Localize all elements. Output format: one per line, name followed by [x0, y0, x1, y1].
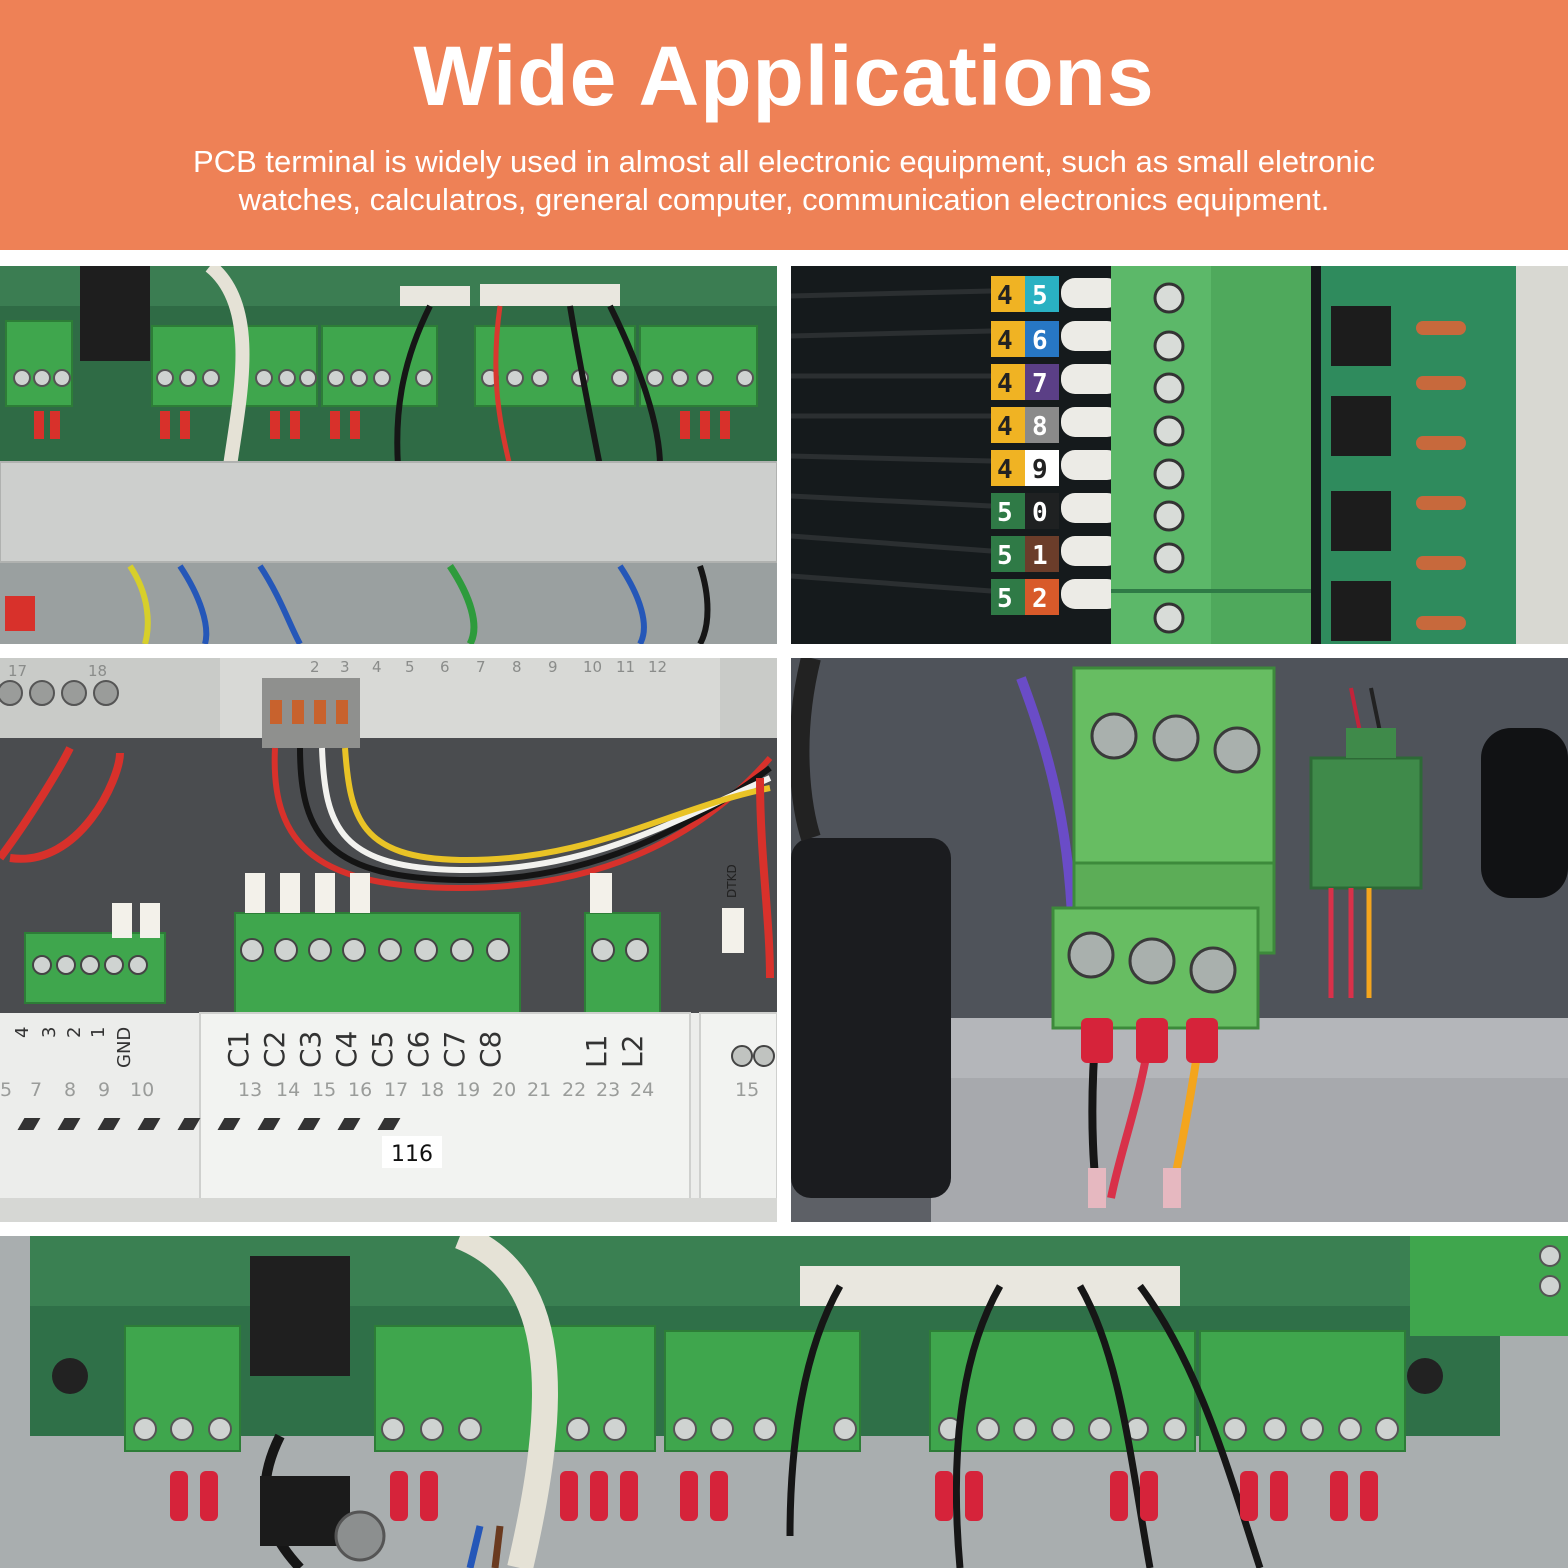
channel-label: L2 — [616, 1035, 649, 1068]
terminal-number: 8 — [64, 1079, 76, 1101]
terminal-number: 14 — [276, 1079, 300, 1101]
terminal-number: 18 — [420, 1079, 444, 1101]
marker-digit: 0 — [1032, 498, 1048, 528]
marker-digit: 4 — [997, 369, 1013, 399]
photo-wire-markers: 4 5 4 6 4 7 4 8 4 9 5 0 5 — [791, 266, 1568, 644]
page-title: Wide Applications — [413, 29, 1155, 123]
terminal-number: 5 — [0, 1079, 12, 1101]
terminal-number: 19 — [456, 1079, 480, 1101]
marker-digit: 7 — [1032, 369, 1048, 399]
top-number: 6 — [440, 658, 450, 676]
channel-label: 2 — [64, 1027, 85, 1038]
marker-digit: 4 — [997, 326, 1013, 356]
channel-label: C4 — [330, 1031, 363, 1068]
marker-digit: 4 — [997, 455, 1013, 485]
top-number: 4 — [372, 658, 382, 676]
photo-pcb-wide — [0, 1236, 1568, 1568]
terminal-number: 17 — [384, 1079, 408, 1101]
top-number: 3 — [340, 658, 350, 676]
wire-tag-text: DTKD — [725, 864, 739, 898]
pcb-wide-illustration — [0, 1236, 1568, 1568]
top-number: 12 — [648, 658, 667, 676]
channel-label: C8 — [474, 1031, 507, 1068]
top-number: 11 — [616, 658, 635, 676]
top-number: 18 — [88, 662, 107, 680]
description-line-2: watches, calculatros, greneral computer,… — [238, 182, 1330, 217]
marker-digit: 4 — [997, 281, 1013, 311]
terminal-number: 20 — [492, 1079, 516, 1101]
marker-digit: 5 — [997, 584, 1013, 614]
terminal-number: 9 — [98, 1079, 110, 1101]
marker-digit: 9 — [1032, 455, 1048, 485]
terminal-number: 10 — [130, 1079, 154, 1101]
channel-label: 3 — [39, 1027, 60, 1038]
marker-digit: 1 — [1032, 541, 1048, 571]
channel-label: 1 — [88, 1027, 109, 1038]
channel-label: C2 — [258, 1031, 291, 1068]
photo-automotive-connector — [791, 658, 1568, 1222]
wire-markers-illustration: 4 5 4 6 4 7 4 8 4 9 5 0 5 — [791, 266, 1568, 644]
terminal-number: 22 — [562, 1079, 586, 1101]
photo-pcb-terminals-closeup — [0, 266, 777, 644]
top-number: 7 — [476, 658, 486, 676]
channel-label: C3 — [294, 1031, 327, 1068]
banner-description: PCB terminal is widely used in almost al… — [60, 143, 1508, 219]
marker-digit: 8 — [1032, 412, 1048, 442]
header-banner: Wide Applications PCB terminal is widely… — [0, 0, 1568, 250]
module-id-label: 116 — [391, 1142, 433, 1167]
din-rail-illustration: 17 18 2 3 4 5 6 7 8 9 10 11 12 — [0, 658, 777, 1222]
top-number: 9 — [548, 658, 558, 676]
pcb-photo-illustration — [0, 266, 777, 644]
terminal-number: 13 — [238, 1079, 262, 1101]
top-number: 8 — [512, 658, 522, 676]
channel-label: 4 — [12, 1027, 33, 1038]
marker-digit: 5 — [997, 541, 1013, 571]
terminal-number: 24 — [630, 1079, 654, 1101]
terminal-number: 16 — [348, 1079, 372, 1101]
marker-digit: 5 — [997, 498, 1013, 528]
channel-label: L1 — [580, 1035, 613, 1068]
top-number: 10 — [583, 658, 602, 676]
top-number: 2 — [310, 658, 320, 676]
top-number: 5 — [405, 658, 415, 676]
marker-digit: 4 — [997, 412, 1013, 442]
channel-label: C5 — [366, 1031, 399, 1068]
description-line-1: PCB terminal is widely used in almost al… — [193, 144, 1375, 179]
top-number: 17 — [8, 662, 27, 680]
channel-label: C6 — [402, 1031, 435, 1068]
channel-label: C7 — [438, 1031, 471, 1068]
terminal-number: 23 — [596, 1079, 620, 1101]
terminal-number: 15 — [312, 1079, 336, 1101]
terminal-number: 21 — [527, 1079, 551, 1101]
marker-digit: 5 — [1032, 281, 1048, 311]
terminal-number: 15 — [735, 1079, 759, 1101]
terminal-number: 7 — [30, 1079, 42, 1101]
channel-label: C1 — [222, 1031, 255, 1068]
automotive-connector-illustration — [791, 658, 1568, 1222]
marker-digit: 2 — [1032, 584, 1048, 614]
channel-label: GND — [114, 1027, 135, 1068]
marker-digit: 6 — [1032, 326, 1048, 356]
photo-din-rail-modules: 17 18 2 3 4 5 6 7 8 9 10 11 12 — [0, 658, 777, 1222]
